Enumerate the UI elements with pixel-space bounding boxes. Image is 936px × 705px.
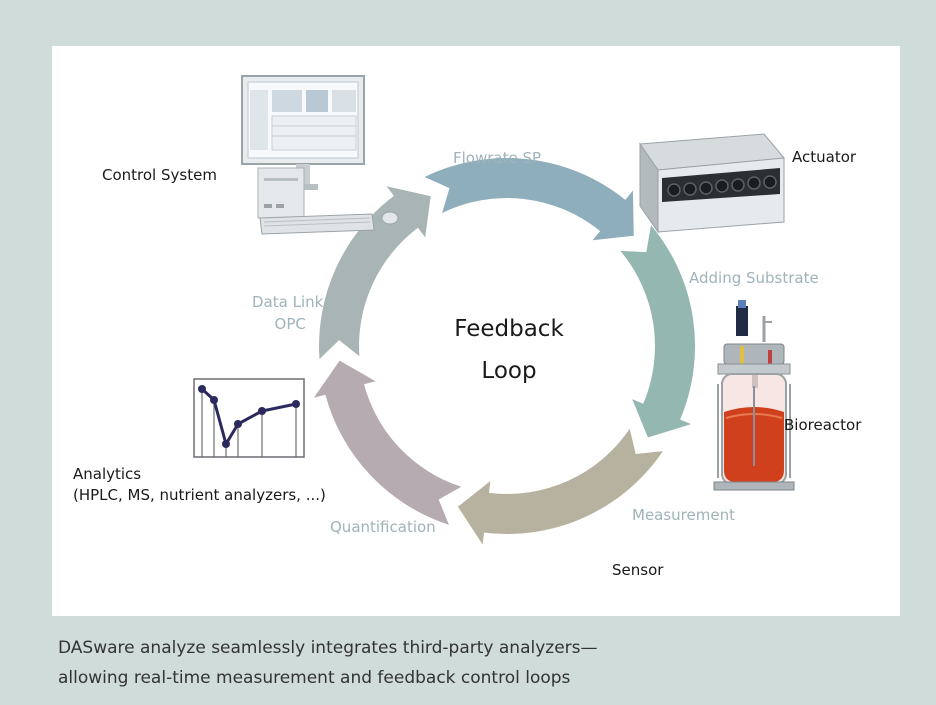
- sensor-label: Sensor: [612, 561, 664, 579]
- bioreactor-icon: [713, 300, 795, 491]
- chart-point: [222, 440, 230, 448]
- chart-point: [292, 400, 300, 408]
- chart-point: [210, 396, 218, 404]
- quantification-label: Quantification: [330, 518, 436, 536]
- caption-line1: DASware analyze seamlessly integrates th…: [58, 638, 598, 658]
- chart-point: [258, 407, 266, 415]
- adding-substrate-arrow: [620, 225, 696, 438]
- analytics-label-line1: Analytics: [73, 465, 142, 483]
- center-title: Feedback Loop: [434, 308, 584, 392]
- caption-line2: allowing real-time measurement and feedb…: [58, 668, 571, 688]
- analytics-label-line2: (HPLC, MS, nutrient analyzers, ...): [73, 486, 326, 504]
- center-title-line2: Loop: [481, 358, 537, 384]
- flowrate-sp-label: Flowrate SP: [453, 149, 542, 167]
- feedback-loop-diagram: [193, 75, 795, 545]
- diagram-panel: Feedback Loop Control System Actuator Bi…: [52, 46, 900, 616]
- data-link-arrow: [319, 186, 431, 360]
- data-link-label: Data Link: OPC: [252, 291, 328, 335]
- adding-substrate-label: Adding Substrate: [689, 269, 819, 287]
- data-link-label-line1: Data Link:: [252, 293, 329, 311]
- measurement-arrow: [457, 428, 663, 545]
- pump-heads: [667, 175, 777, 197]
- flowrate-arrow: [424, 157, 634, 241]
- control-system-label: Control System: [102, 166, 217, 184]
- actuator-label: Actuator: [792, 148, 857, 166]
- analytics-chart-icon: [193, 378, 305, 458]
- measurement-label: Measurement: [632, 506, 735, 524]
- caption: DASware analyze seamlessly integrates th…: [58, 633, 758, 693]
- computer-icon: [241, 75, 399, 235]
- feedback-ring: [313, 157, 696, 545]
- data-link-label-line2: OPC: [274, 315, 306, 333]
- chart-point: [198, 385, 206, 393]
- bioreactor-label: Bioreactor: [784, 416, 862, 434]
- actuator-icon: [639, 133, 785, 234]
- chart-point: [234, 420, 242, 428]
- center-title-line1: Feedback: [454, 316, 564, 342]
- analytics-label: Analytics (HPLC, MS, nutrient analyzers,…: [73, 464, 326, 506]
- quantification-arrow: [313, 360, 462, 525]
